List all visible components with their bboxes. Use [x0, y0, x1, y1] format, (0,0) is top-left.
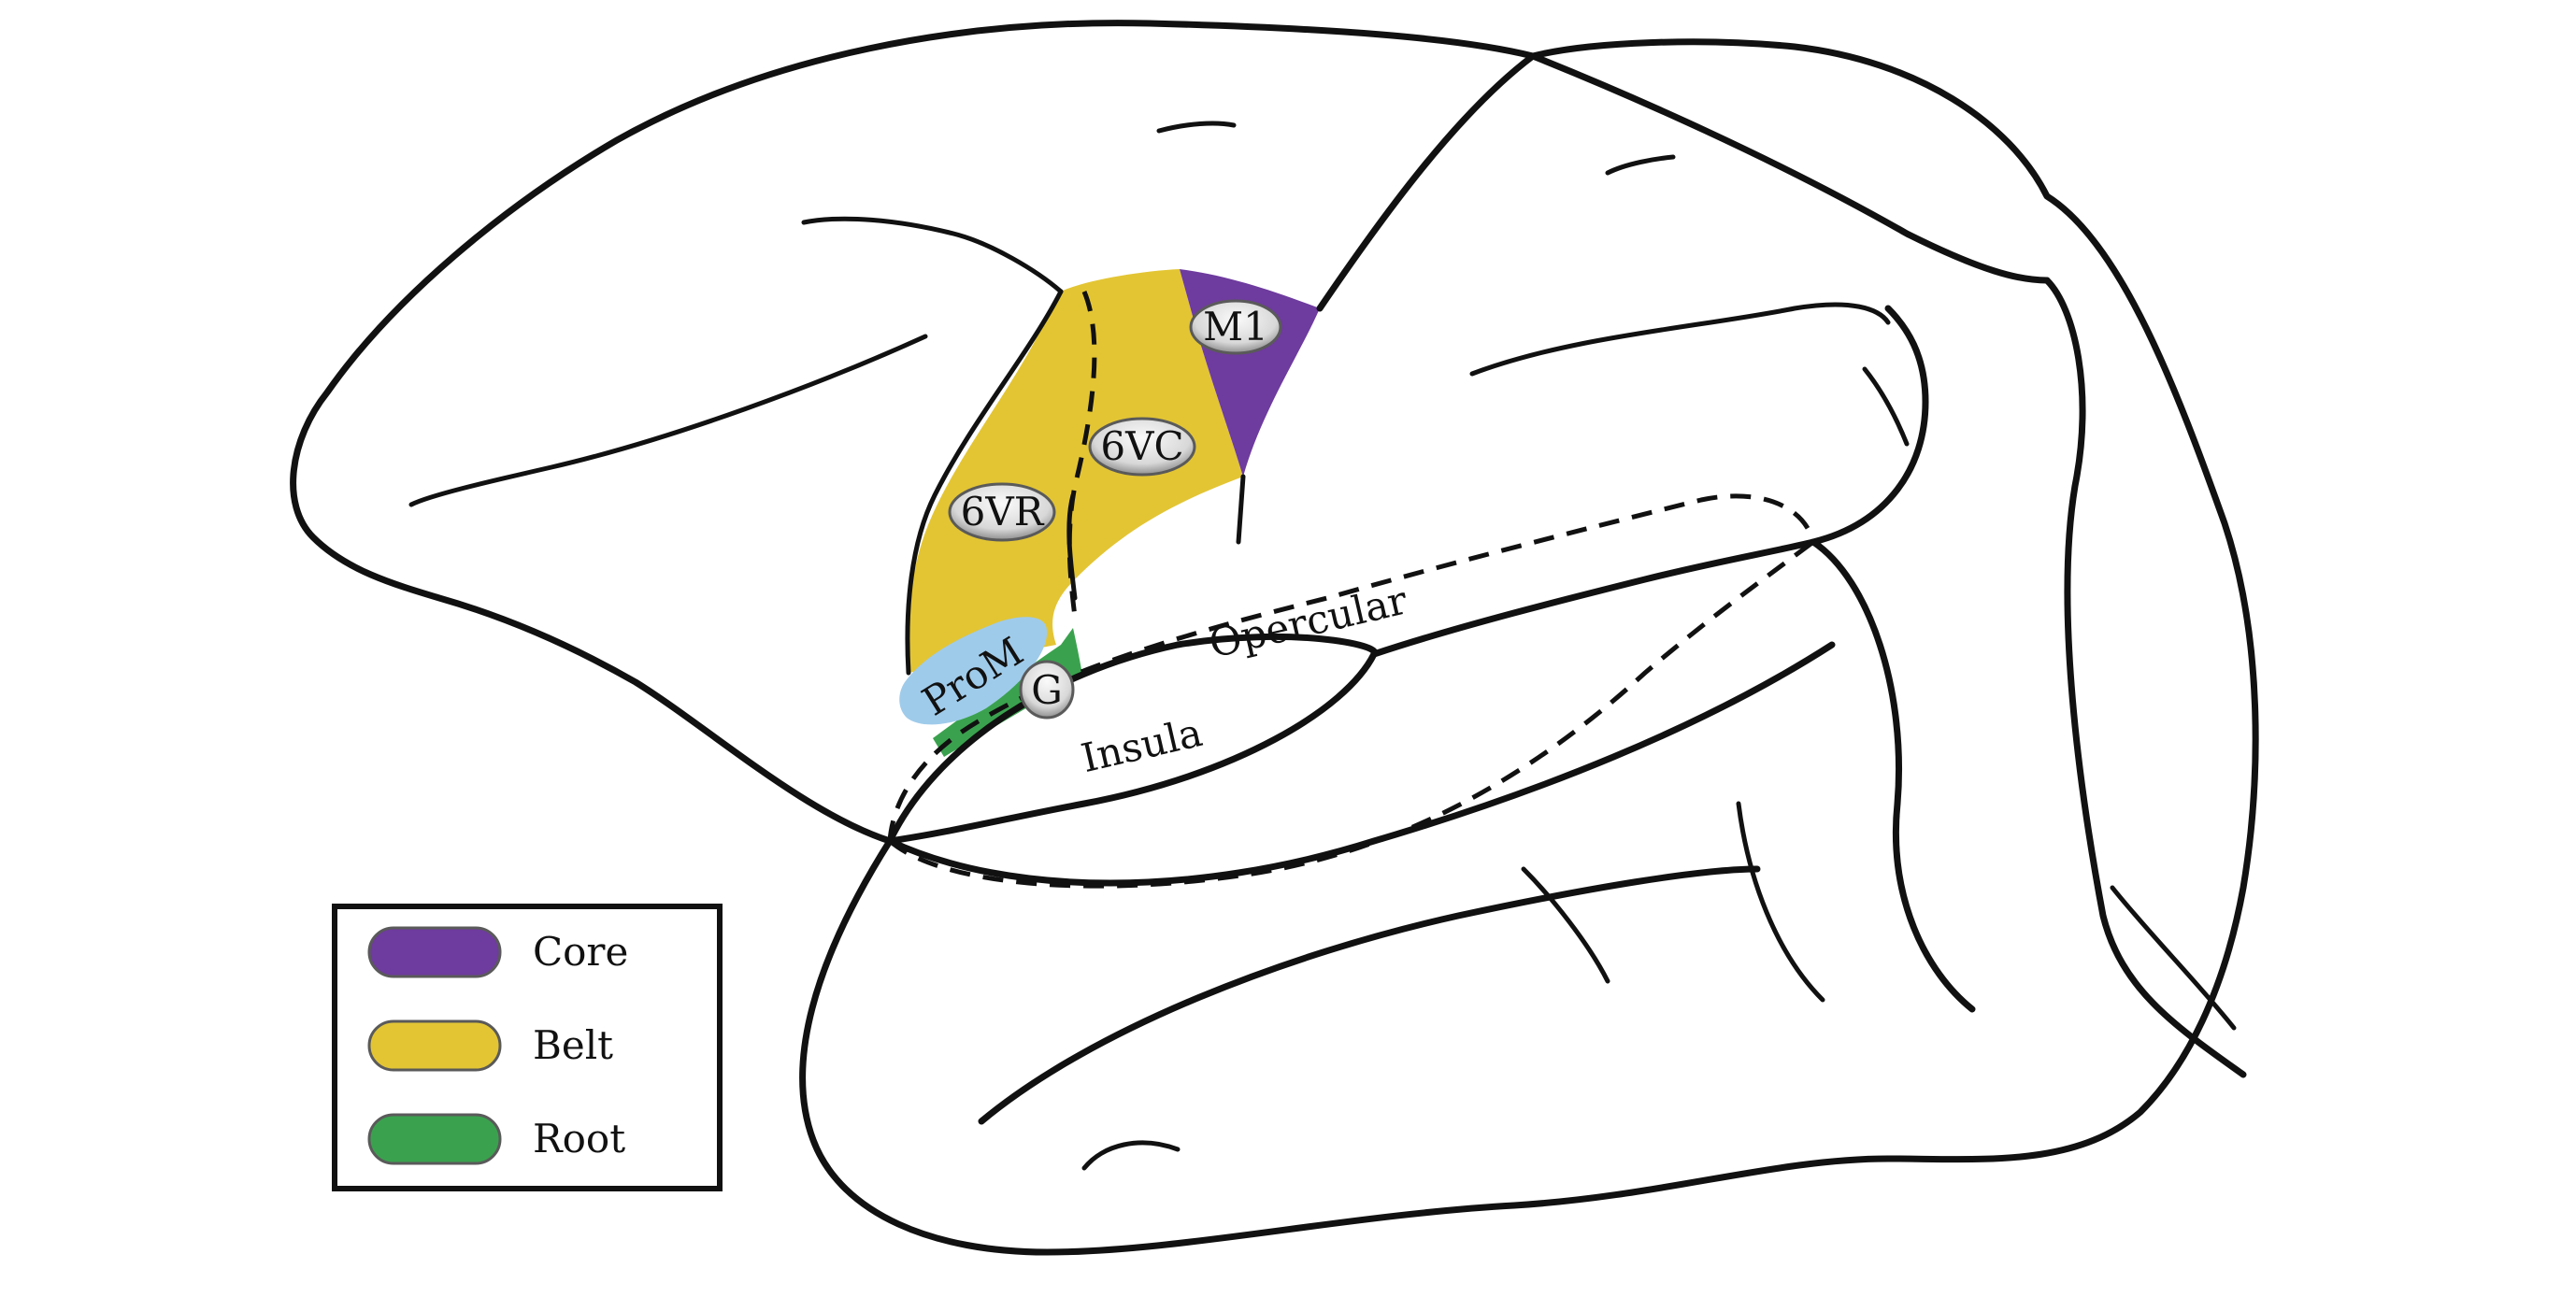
belt-region [907, 269, 1243, 673]
insula-label: Insula [1077, 709, 1206, 781]
prom-region [899, 617, 1048, 725]
legend-item-core: Core [367, 926, 628, 978]
6vc-marker: 6VC [1088, 417, 1196, 477]
brain-sulci [408, 121, 2237, 1171]
brain-outline [290, 20, 2259, 1256]
g-label: G [1031, 667, 1063, 713]
g-marker: G [1019, 660, 1075, 720]
6vc-label: 6VC [1100, 423, 1183, 469]
legend-label-belt: Belt [533, 1022, 613, 1068]
m1-marker: M1 [1189, 299, 1282, 355]
6vr-label: 6VR [961, 489, 1045, 534]
legend-label-core: Core [533, 929, 628, 975]
6vr-marker: 6VR [948, 482, 1056, 542]
legend: Core Belt Root [332, 904, 723, 1191]
dashed-boundaries [887, 291, 1816, 889]
legend-label-root: Root [533, 1116, 625, 1162]
legend-item-root: Root [367, 1113, 625, 1165]
legend-item-belt: Belt [367, 1019, 613, 1072]
m1-label: M1 [1203, 304, 1268, 349]
